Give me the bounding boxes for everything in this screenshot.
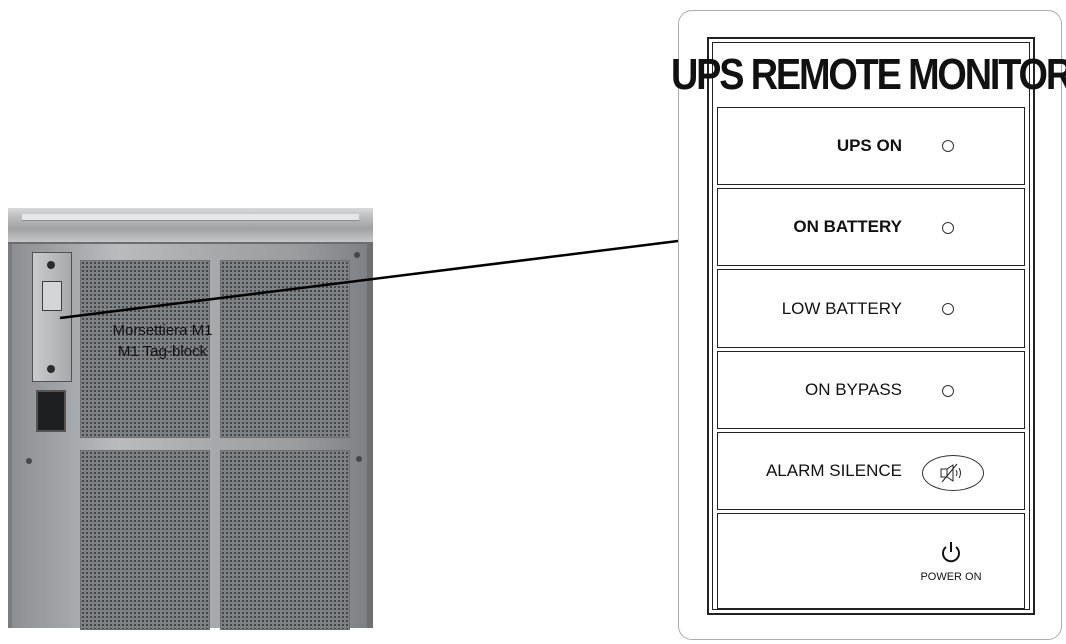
alarm-silence-button[interactable] [922,455,984,491]
indicator-label: ON BATTERY [793,189,902,265]
indicator-row-on-bypass: ON BYPASS [717,351,1025,429]
panel-title: UPS REMOTE MONITOR [735,43,1007,107]
indicator-label: ON BYPASS [805,352,902,428]
ups-remote-monitor-panel: UPS REMOTE MONITOR UPS ON ON BATTERY LOW… [707,37,1035,615]
led-indicator-icon [942,140,954,152]
indicator-row-on-battery: ON BATTERY [717,188,1025,266]
led-indicator-icon [942,303,954,315]
indicator-row-low-battery: LOW BATTERY [717,269,1025,348]
alarm-silence-label: ALARM SILENCE [766,433,902,509]
power-row: POWER ON [717,513,1025,609]
power-on-label: POWER ON [916,571,986,583]
indicator-row-ups-on: UPS ON [717,107,1025,185]
power-icon [940,540,962,564]
led-indicator-icon [942,385,954,397]
leader-line-stroke [60,241,678,318]
power-on-button[interactable]: POWER ON [916,540,986,583]
speaker-mute-icon [933,461,973,485]
alarm-silence-row: ALARM SILENCE [717,432,1025,510]
indicator-label: UPS ON [837,108,902,184]
led-indicator-icon [942,222,954,234]
indicator-label: LOW BATTERY [782,270,902,347]
